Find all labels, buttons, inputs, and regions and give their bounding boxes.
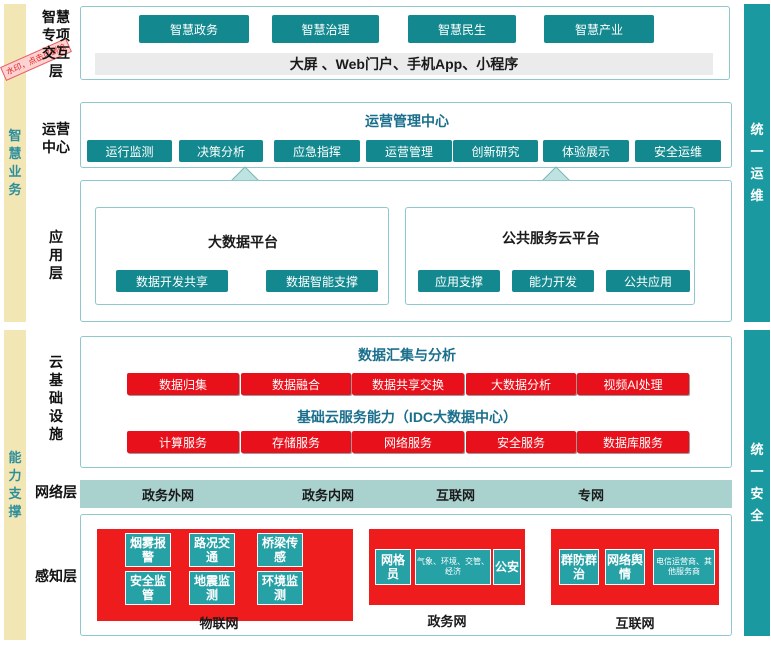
cloud-button-collect[interactable]: 数据归集 xyxy=(127,373,239,395)
operation-button-monitor[interactable]: 运行监测 xyxy=(87,140,172,162)
special-frame: 智慧政务 智慧治理 智慧民生 智慧产业 大屏 、Web门户、手机App、小程序 xyxy=(80,6,730,80)
cloud-frame: 数据汇集与分析 数据归集 数据融合 数据共享交换 大数据分析 视频AI处理 基础… xyxy=(80,336,732,468)
section-label-text: 能力支撑 xyxy=(8,450,22,519)
cloud-title-basic: 基础云服务能力（IDC大数据中心） xyxy=(296,409,518,425)
section-label-unified-ops: 统一运维 xyxy=(744,4,770,322)
iot-tile-earthquake[interactable]: 地震监测 xyxy=(189,571,235,605)
row-label-cloud: 云基础设施 xyxy=(49,354,63,442)
network-item-extranet: 政务外网 xyxy=(142,487,195,503)
operation-button-emergency[interactable]: 应急指挥 xyxy=(274,140,360,162)
bigdata-button-intelligence[interactable]: 数据智能支撑 xyxy=(266,270,378,292)
gov-tile-grid[interactable]: 网格员 xyxy=(375,549,411,585)
iot-tile-safety[interactable]: 安全监管 xyxy=(125,571,171,605)
section-label-text: 智慧业务 xyxy=(8,128,22,197)
network-band: 政务外网 政务内网 互联网 专网 xyxy=(80,480,732,508)
operation-button-manage[interactable]: 运营管理 xyxy=(366,140,452,162)
publiccloud-button-support[interactable]: 应用支撑 xyxy=(418,270,500,292)
gov-tile-meteo[interactable]: 气象、环境、交管、经济 xyxy=(415,549,491,585)
cloud-button-exchange[interactable]: 数据共享交换 xyxy=(352,373,464,395)
cloud-button-storage[interactable]: 存储服务 xyxy=(241,431,351,453)
internet-tile-telecom[interactable]: 电信运营商、其他服务商 xyxy=(653,549,715,585)
iot-tile-bridge[interactable]: 桥梁传感 xyxy=(257,533,303,567)
network-item-internet: 互联网 xyxy=(436,487,476,503)
operation-button-decision[interactable]: 决策分析 xyxy=(179,140,263,162)
operation-button-security-ops[interactable]: 安全运维 xyxy=(635,140,721,162)
cloud-title-analysis: 数据汇集与分析 xyxy=(358,347,456,363)
row-label-special: 智慧专项 xyxy=(42,9,70,43)
internet-tile-community[interactable]: 群防群治 xyxy=(559,549,599,585)
bigdata-title: 大数据平台 xyxy=(208,234,278,250)
cloud-button-database[interactable]: 数据库服务 xyxy=(577,431,689,453)
section-label-capability: 能力支撑 xyxy=(4,330,26,640)
row-label-network: 网络层 xyxy=(35,484,77,500)
row-label-perception: 感知层 xyxy=(35,568,77,584)
internet-tile-opinion[interactable]: 网络舆情 xyxy=(605,549,645,585)
row-label-operation: 运营中心 xyxy=(42,121,70,155)
application-frame: 大数据平台 数据开发共享 数据智能支撑 公共服务云平台 应用支撑 能力开发 公共… xyxy=(80,180,732,322)
special-button-gov[interactable]: 智慧政务 xyxy=(139,15,249,43)
special-button-governance[interactable]: 智慧治理 xyxy=(272,15,379,43)
iot-tile-environment[interactable]: 环境监测 xyxy=(257,571,303,605)
internet-panel: 群防群治 网络舆情 电信运营商、其他服务商 xyxy=(551,529,719,605)
cloud-button-security[interactable]: 安全服务 xyxy=(466,431,576,453)
row-label-interaction: 交互层 xyxy=(42,45,70,79)
gov-panel: 网格员 气象、环境、交管、经济 公安 xyxy=(369,529,525,605)
network-item-intranet: 政务内网 xyxy=(302,487,355,503)
cloud-button-fusion[interactable]: 数据融合 xyxy=(241,373,351,395)
cloud-button-network[interactable]: 网络服务 xyxy=(352,431,464,453)
publiccloud-platform: 公共服务云平台 应用支撑 能力开发 公共应用 xyxy=(405,207,695,305)
gov-caption: 政务网 xyxy=(427,614,467,629)
cloud-button-compute[interactable]: 计算服务 xyxy=(127,431,239,453)
special-button-industry[interactable]: 智慧产业 xyxy=(544,15,654,43)
publiccloud-button-develop[interactable]: 能力开发 xyxy=(512,270,594,292)
special-button-livelihood[interactable]: 智慧民生 xyxy=(408,15,516,43)
operation-button-research[interactable]: 创新研究 xyxy=(453,140,538,162)
operation-button-experience[interactable]: 体验展示 xyxy=(543,140,629,162)
operation-frame: 运营管理中心 运行监测 决策分析 应急指挥 运营管理 创新研究 体验展示 安全运… xyxy=(80,102,732,168)
iot-tile-traffic[interactable]: 路况交通 xyxy=(189,533,235,567)
internet-caption: 互联网 xyxy=(615,616,655,631)
iot-tile-smoke[interactable]: 烟雾报警 xyxy=(125,533,171,567)
cloud-button-analytics[interactable]: 大数据分析 xyxy=(466,373,576,395)
section-label-smart-business: 智慧业务 xyxy=(4,4,26,322)
section-label-text: 统一运维 xyxy=(750,122,764,203)
cloud-button-video-ai[interactable]: 视频AI处理 xyxy=(577,373,689,395)
publiccloud-title: 公共服务云平台 xyxy=(502,230,600,246)
perception-frame: 烟雾报警 路况交通 桥梁传感 安全监管 地震监测 环境监测 物联网 网格员 气象… xyxy=(80,514,732,636)
publiccloud-button-apps[interactable]: 公共应用 xyxy=(606,270,690,292)
network-item-private: 专网 xyxy=(578,487,605,503)
bigdata-button-share[interactable]: 数据开发共享 xyxy=(116,270,228,292)
interaction-band: 大屏 、Web门户、手机App、小程序 xyxy=(95,53,713,75)
bigdata-platform: 大数据平台 数据开发共享 数据智能支撑 xyxy=(95,207,389,305)
iot-caption: 物联网 xyxy=(199,616,239,631)
row-label-application: 应用层 xyxy=(49,229,63,281)
gov-tile-police[interactable]: 公安 xyxy=(493,549,521,585)
iot-panel: 烟雾报警 路况交通 桥梁传感 安全监管 地震监测 环境监测 xyxy=(97,529,353,621)
operation-title: 运营管理中心 xyxy=(365,113,449,129)
section-label-unified-security: 统一安全 xyxy=(744,330,770,636)
section-label-text: 统一安全 xyxy=(750,442,764,523)
